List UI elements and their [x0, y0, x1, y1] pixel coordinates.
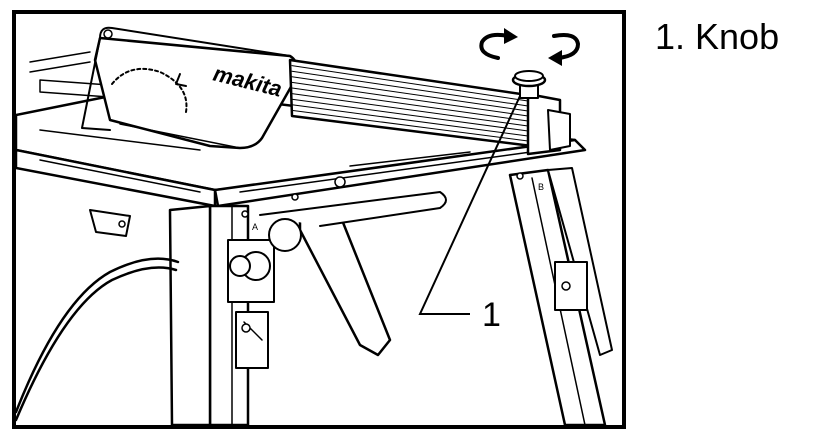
power-cord: [16, 257, 180, 422]
leg-letter-a: A: [252, 222, 258, 232]
callout-leader-line: [418, 95, 521, 315]
fence-knob: [511, 70, 547, 99]
callout-number: 1: [482, 296, 501, 334]
right-leg: [508, 167, 613, 425]
rotation-arrows-icon: [479, 28, 581, 66]
fence-rib: [291, 87, 529, 122]
left-leg: [168, 204, 275, 425]
rip-fence: [288, 58, 571, 156]
left-outer-leg: [89, 209, 131, 237]
fence-rib: [291, 70, 529, 107]
table-bolts: [241, 172, 524, 218]
fence-rib: [291, 104, 529, 137]
fence-rib: [291, 98, 529, 132]
motor-housing: [259, 191, 447, 252]
legend-item-knob: 1. Knob: [655, 16, 780, 57]
fence-rib: [291, 65, 529, 102]
fence-rib: [291, 81, 529, 117]
fence-rib: [291, 93, 529, 127]
fence-rib: [291, 109, 529, 142]
leg-letter-b: B: [538, 182, 544, 192]
fence-rib: [291, 76, 529, 112]
